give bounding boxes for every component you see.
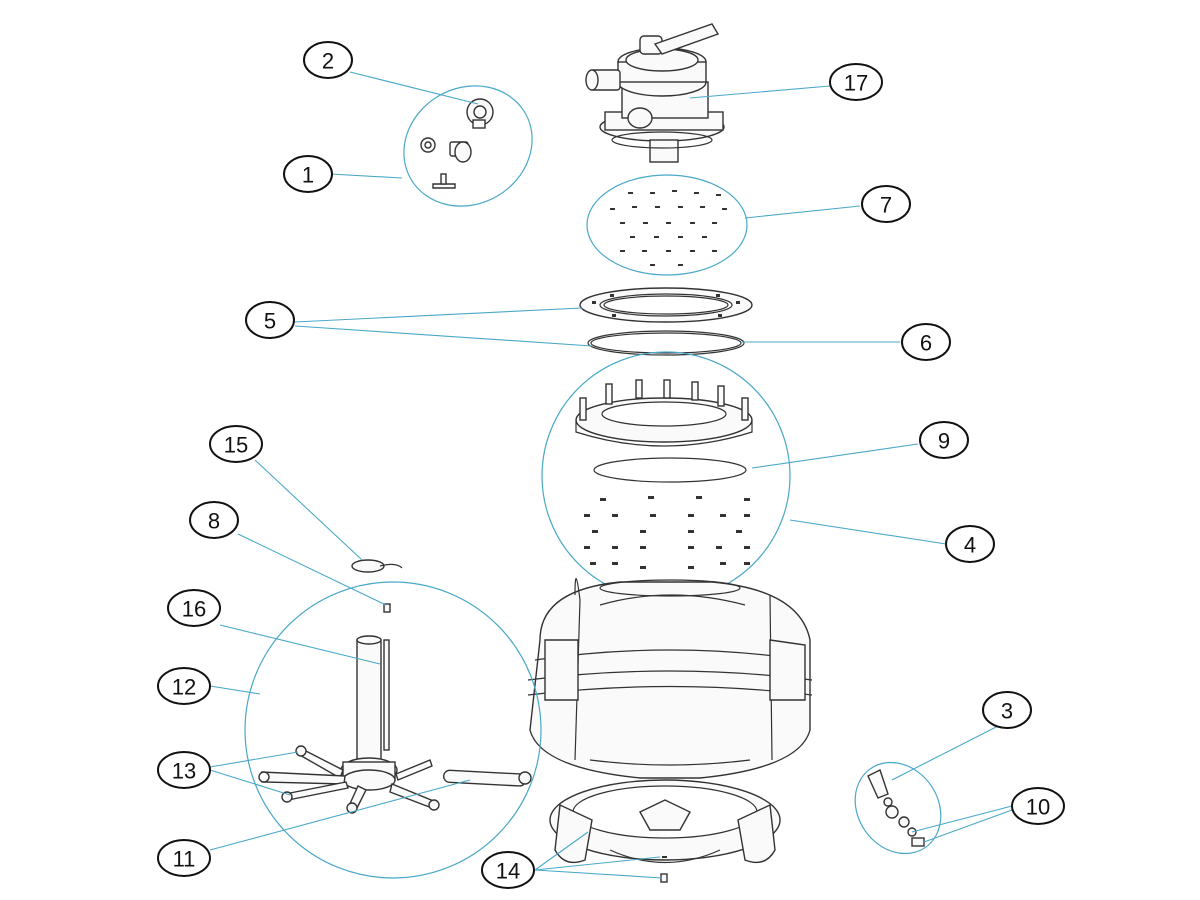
lateral-assembly — [244, 581, 542, 879]
callout-4: 4 — [945, 525, 995, 563]
callout-10: 10 — [1011, 787, 1065, 825]
svg-text:11: 11 — [173, 847, 196, 872]
drain-cap — [351, 559, 403, 573]
air-relief-screw — [383, 603, 391, 613]
callout-6: 6 — [901, 323, 951, 361]
multiport-valve — [585, 23, 725, 163]
tank-neck-group — [541, 351, 791, 601]
svg-text:15: 15 — [224, 433, 248, 458]
callout-3: 3 — [982, 691, 1032, 729]
svg-text:6: 6 — [920, 331, 932, 356]
callout-2: 2 — [303, 41, 353, 79]
svg-text:5: 5 — [264, 309, 276, 334]
svg-text:16: 16 — [182, 597, 206, 622]
svg-text:9: 9 — [938, 429, 950, 454]
svg-text:17: 17 — [844, 71, 868, 96]
svg-text:13: 13 — [172, 759, 196, 784]
svg-text:8: 8 — [208, 509, 220, 534]
svg-text:10: 10 — [1026, 795, 1050, 820]
callout-5: 5 — [245, 301, 295, 339]
tank-bolts — [584, 496, 750, 569]
callout-badges: 1 2 3 4 5 6 7 8 — [157, 41, 1065, 889]
gauge-kit-ring — [854, 761, 942, 855]
callout-7: 7 — [861, 185, 911, 223]
gauge-kit — [854, 761, 942, 855]
svg-text:12: 12 — [172, 675, 196, 700]
svg-text:3: 3 — [1001, 699, 1013, 724]
callout-15: 15 — [209, 425, 263, 463]
tank-base — [549, 779, 781, 883]
leader-lines — [209, 71, 1013, 879]
callout-12: 12 — [157, 667, 211, 705]
o-ring-6 — [587, 330, 745, 356]
lid-parts-ring — [403, 85, 533, 207]
lid-parts-group — [403, 85, 533, 207]
flange-ring — [579, 287, 753, 323]
callout-8: 8 — [189, 501, 239, 539]
callout-9: 9 — [919, 421, 969, 459]
callout-11: 11 — [157, 839, 211, 877]
lateral-assembly-ring — [244, 581, 542, 879]
svg-text:14: 14 — [496, 859, 520, 884]
filter-tank — [527, 578, 813, 779]
svg-text:1: 1 — [302, 163, 314, 188]
svg-text:7: 7 — [880, 193, 892, 218]
svg-text:4: 4 — [964, 533, 976, 558]
callout-13: 13 — [157, 751, 211, 789]
diffuser-plate — [586, 174, 748, 276]
callout-16: 16 — [167, 589, 221, 627]
svg-text:2: 2 — [322, 49, 334, 74]
callout-17: 17 — [829, 63, 883, 101]
callout-14: 14 — [481, 851, 535, 889]
diffuser-holes — [610, 190, 727, 266]
callout-1: 1 — [283, 155, 333, 193]
